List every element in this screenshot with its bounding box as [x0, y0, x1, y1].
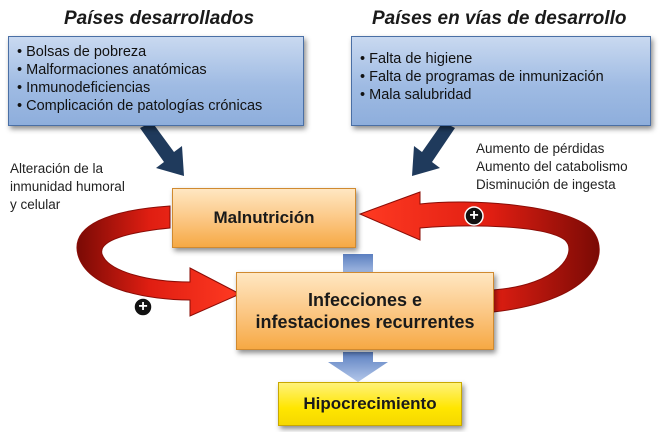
list-item: Falta de higiene [360, 50, 650, 68]
list-item: Falta de programas de inmunización [360, 68, 650, 86]
infections-label-line2: infestaciones recurrentes [255, 312, 475, 332]
note-line: Alteración de la [10, 161, 104, 176]
note-line: inmunidad humoral [10, 179, 125, 194]
list-item: Mala salubridad [360, 86, 650, 104]
dark-arrow-left [140, 122, 184, 176]
plus-sign-left: + [138, 298, 148, 315]
right-note: Aumento de pérdidas Aumento del cataboli… [476, 140, 628, 194]
left-note: Alteración de la inmunidad humoral y cel… [10, 160, 125, 214]
growth-box: Hipocrecimiento [278, 382, 462, 426]
growth-label: Hipocrecimiento [303, 394, 437, 413]
down-arrow [328, 352, 388, 382]
infections-box: Infecciones e infestaciones recurrentes [236, 272, 494, 350]
malnutrition-box: Malnutrición [172, 188, 356, 248]
plus-sign-right: + [469, 207, 479, 224]
dark-arrow-right [412, 122, 455, 176]
note-line: Aumento del catabolismo [476, 159, 628, 174]
malnutrition-label: Malnutrición [213, 208, 315, 227]
cycle-arrow-left [76, 205, 242, 317]
infections-label-line1: Infecciones e [307, 290, 423, 310]
list-item: Inmunodeficiencias [17, 79, 303, 97]
plus-circle-right [464, 206, 484, 226]
developed-factors-box: Bolsas de pobreza Malformaciones anatómi… [8, 36, 304, 126]
list-item: Complicación de patologías crónicas [17, 97, 303, 115]
note-line: Disminución de ingesta [476, 177, 616, 192]
note-line: Aumento de pérdidas [476, 141, 605, 156]
list-item: Bolsas de pobreza [17, 43, 303, 61]
heading-developed: Países desarrollados [64, 8, 255, 29]
note-line: y celular [10, 197, 61, 212]
heading-developing: Países en vías de desarrollo [372, 8, 627, 29]
cycle-arrow-right [358, 191, 600, 313]
plus-circle-left [133, 297, 153, 317]
developing-factors-box: Falta de higiene Falta de programas de i… [351, 36, 651, 126]
list-item: Malformaciones anatómicas [17, 61, 303, 79]
